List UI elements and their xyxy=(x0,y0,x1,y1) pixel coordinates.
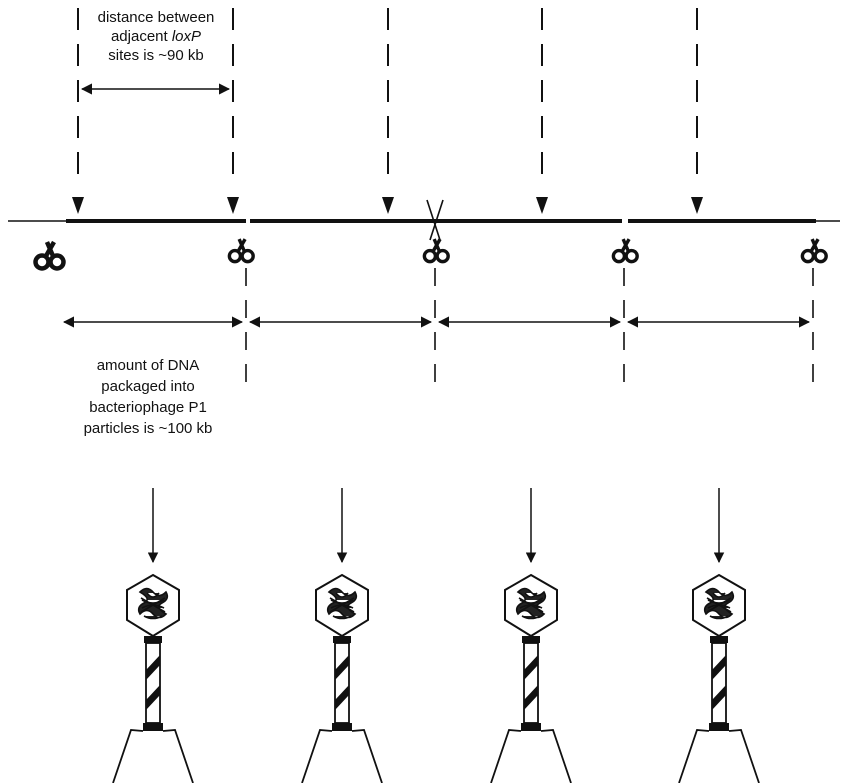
scissors-icon xyxy=(227,238,255,264)
loxp-distance-line3: sites is ~90 kb xyxy=(108,47,204,64)
loxp-arrow-5 xyxy=(691,197,703,214)
loxp-arrows xyxy=(72,197,703,214)
scissors-icon xyxy=(33,240,66,271)
loxp-arrow-3 xyxy=(382,197,394,214)
scissors-icon xyxy=(611,238,639,264)
packaging-line3: bacteriophage P1 xyxy=(89,399,207,416)
loxp-distance-label: distance between adjacent loxP sites is … xyxy=(82,8,230,65)
loxp-distance-line1: distance between xyxy=(97,9,215,26)
packaging-line1: amount of DNA xyxy=(96,357,200,374)
scissors-icon xyxy=(422,238,450,264)
loxp-arrow-4 xyxy=(536,197,548,214)
loxp-arrow-2 xyxy=(227,197,239,214)
packaging-guide-lines xyxy=(245,268,814,390)
packaging-line4: particles is ~100 kb xyxy=(83,420,213,437)
bacteriophage-icon xyxy=(678,573,760,783)
loxp-italic: loxP xyxy=(171,28,202,45)
scissors-icon xyxy=(800,238,828,264)
bacteriophage-icon xyxy=(112,573,194,783)
packaging-line2: packaged into xyxy=(101,378,195,395)
bacteriophage-icon xyxy=(490,573,572,783)
loxp-arrow-1 xyxy=(72,197,84,214)
scissors-blades-icon xyxy=(426,199,444,241)
loxp-guide-lines xyxy=(77,8,698,188)
packaging-label: amount of DNA packaged into bacteriophag… xyxy=(58,355,238,439)
bacteriophage-icon xyxy=(301,573,383,783)
phage-arrows xyxy=(147,488,725,564)
loxp-distance-line2: adjacent loxP xyxy=(110,28,202,45)
